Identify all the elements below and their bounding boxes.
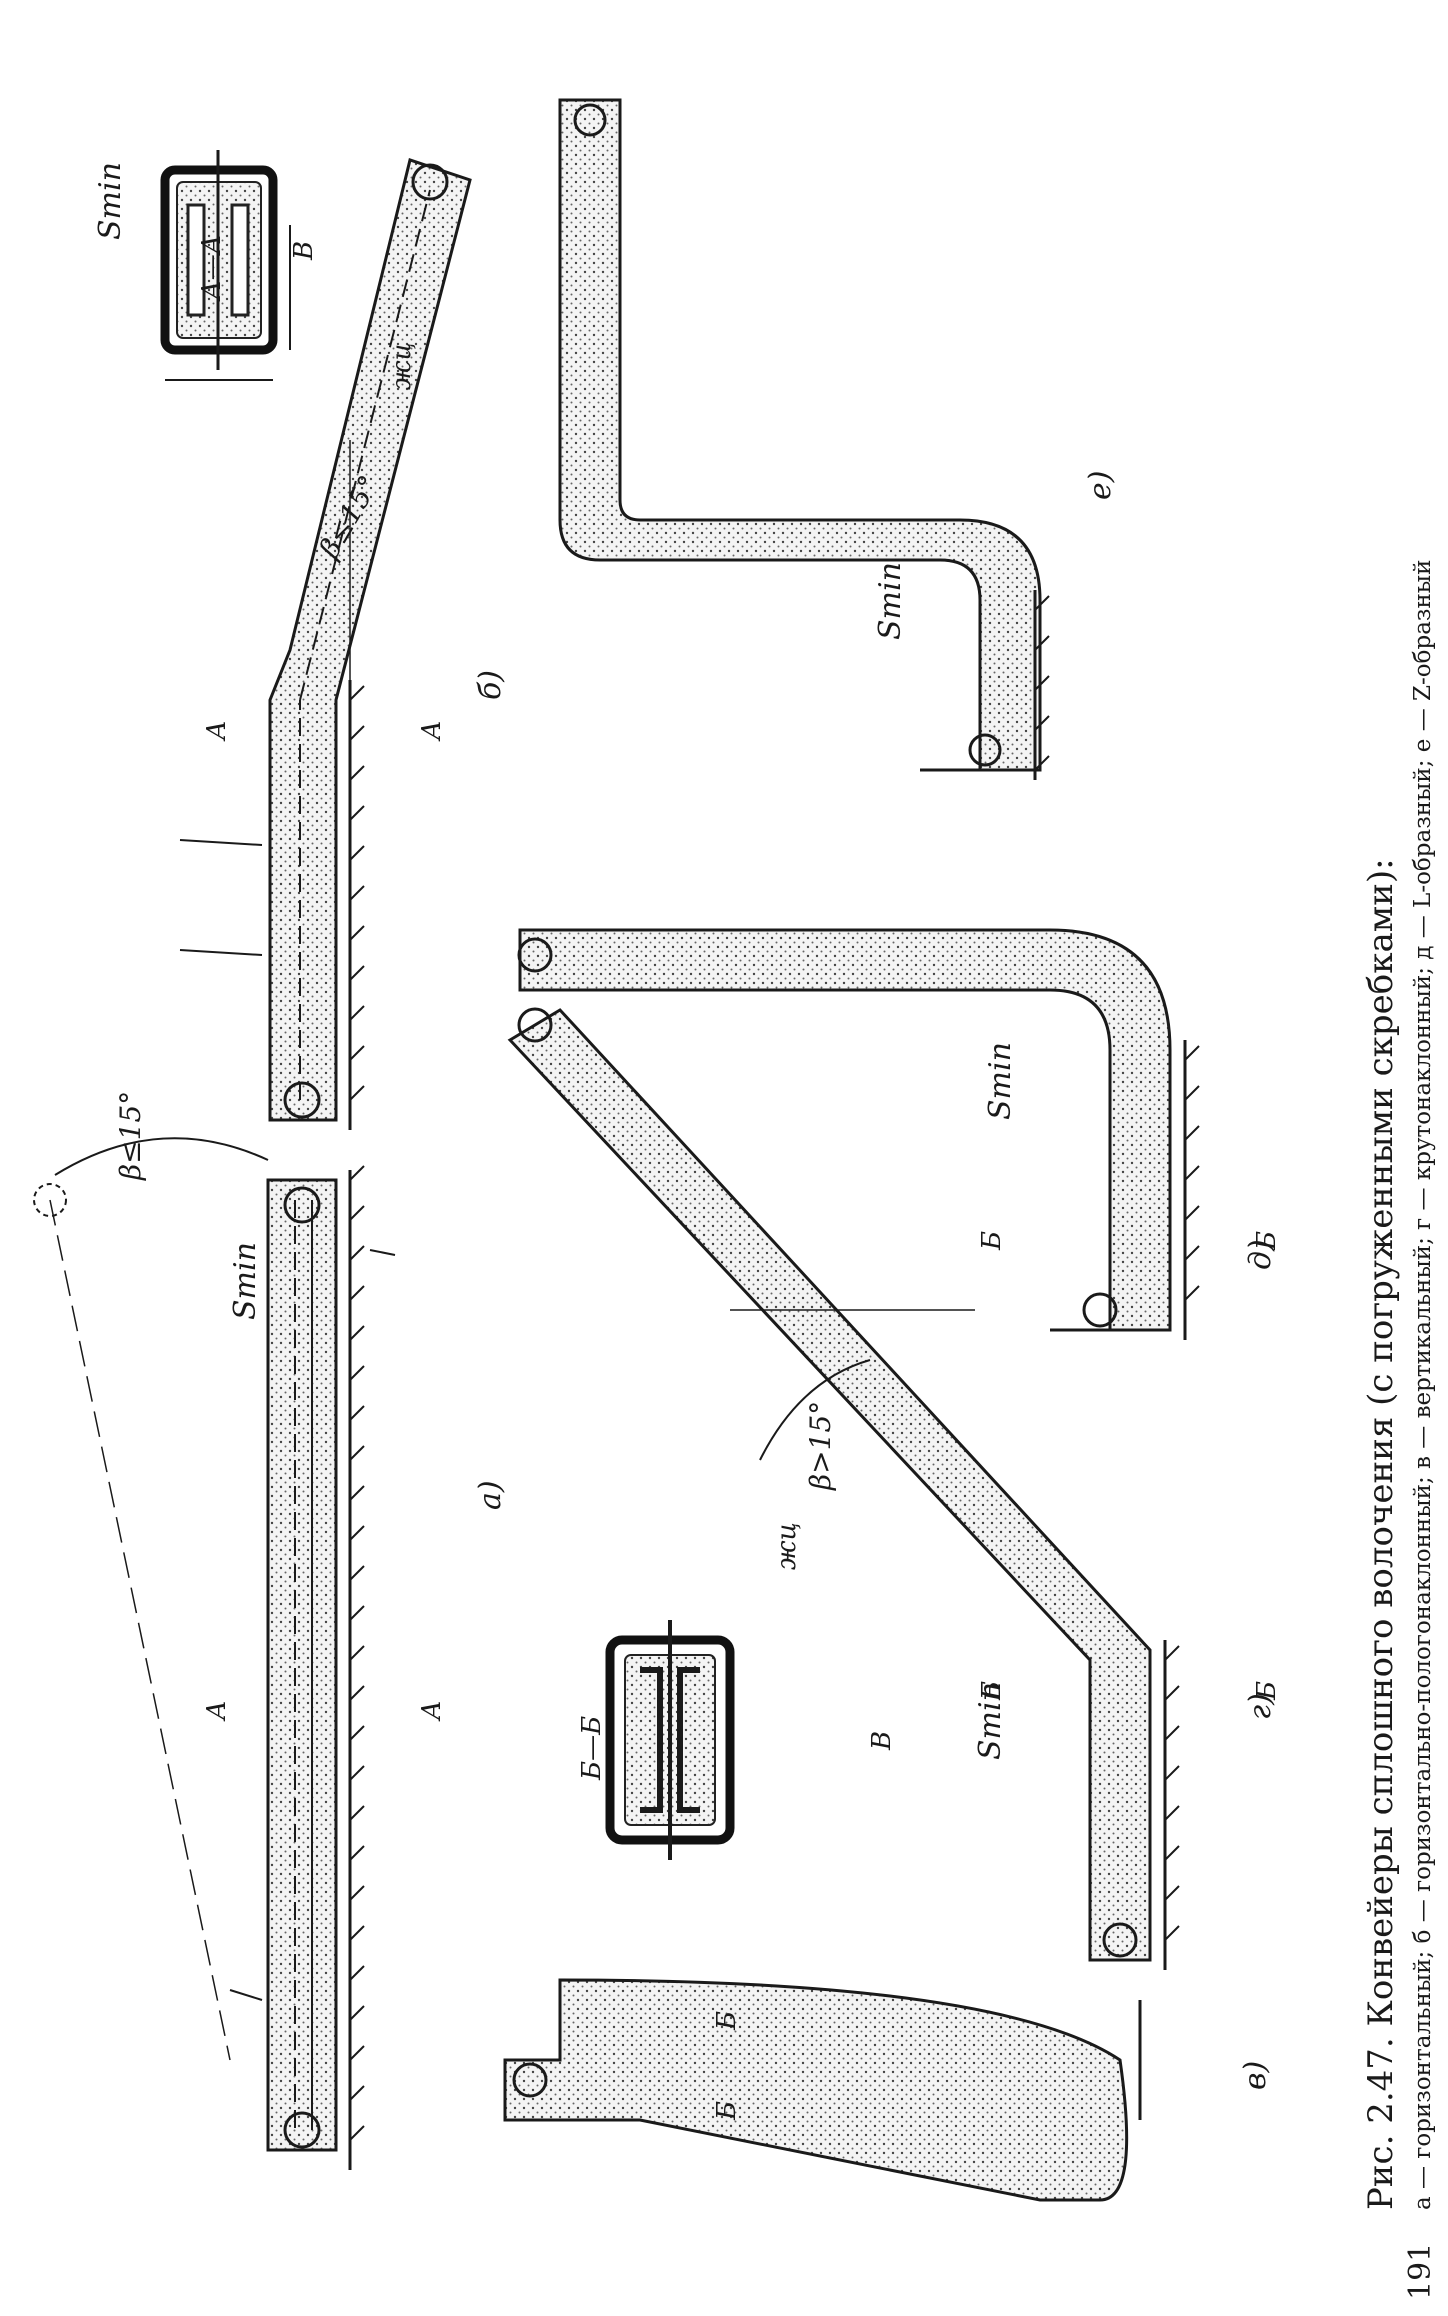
figure-b-inclined-conveyor bbox=[179, 158, 472, 1130]
label-beta-gt-15: β>15° bbox=[804, 1401, 837, 1491]
figure-g-steep-conveyor bbox=[507, 1007, 1180, 1970]
sprocket-a-top bbox=[283, 1186, 321, 1224]
label-cut-a-3: А bbox=[202, 720, 232, 742]
label-cut-b-4: Б bbox=[977, 1231, 1007, 1251]
label-fig-e: е) bbox=[1083, 471, 1118, 500]
label-fig-v: в) bbox=[1238, 2061, 1273, 2090]
label-cut-b-3: Б bbox=[1252, 1681, 1282, 1701]
section-bb bbox=[605, 1620, 735, 1860]
figure-e-z-conveyor bbox=[558, 98, 1050, 780]
label-smin-b: Smin bbox=[93, 162, 128, 240]
label-cut-b-2: Б bbox=[977, 1681, 1007, 1701]
ground-hatch-a bbox=[349, 1165, 365, 2141]
label-dim-zhts-1: жц bbox=[387, 342, 417, 390]
label-section-aa: А—А bbox=[197, 235, 227, 302]
label-smin-a: Smin bbox=[228, 1242, 263, 1320]
caption-title: Рис. 2.47. Конвейеры сплошного волочения… bbox=[1361, 858, 1401, 2210]
trough-a bbox=[266, 1178, 338, 2152]
label-cut-a-4: А bbox=[417, 720, 447, 742]
figure-v-vertical-conveyor bbox=[503, 1978, 1142, 2202]
label-cut-a-2: А bbox=[417, 1700, 447, 1722]
label-cut-b-5: Б bbox=[1252, 1231, 1282, 1251]
label-smin-e: Smin bbox=[873, 562, 908, 640]
label-cut-a-1: А bbox=[202, 1700, 232, 1722]
page-number: 191 bbox=[1403, 2243, 1438, 2300]
label-cut-b-6: Б bbox=[712, 2011, 742, 2031]
label-fig-a: а) bbox=[473, 1480, 508, 1510]
label-beta-le-15-a: β≤15° bbox=[114, 1091, 147, 1181]
label-fig-d: д) bbox=[1243, 1239, 1278, 1270]
label-section-bb: Б—Б bbox=[577, 1716, 607, 1781]
label-smin-g: Smin bbox=[973, 1682, 1008, 1760]
figure-d-l-conveyor bbox=[517, 928, 1200, 1340]
label-cut-b-1: Б bbox=[712, 2101, 742, 2121]
sprocket-a-bottom bbox=[283, 2111, 321, 2149]
sprocket-b-top bbox=[411, 163, 449, 201]
caption-subtitle: а — горизонтальный; б — горизонтально-по… bbox=[1410, 560, 1436, 2210]
section-aa bbox=[160, 150, 291, 381]
trough-b bbox=[268, 158, 472, 1122]
label-dim-zhts-2: жц bbox=[772, 1522, 802, 1570]
label-dim-b-1: В bbox=[289, 241, 319, 261]
figure-a-horizontal-conveyor bbox=[33, 1137, 396, 2170]
label-fig-g: г) bbox=[1243, 1693, 1278, 1720]
label-dim-b-2: В bbox=[867, 1731, 897, 1751]
sprocket-b-bottom bbox=[283, 1081, 321, 1119]
figure-caption: Рис. 2.47. Конвейеры сплошного волочения… bbox=[1361, 560, 1438, 2300]
label-fig-b: б) bbox=[473, 670, 508, 700]
label-smin-d: Smin bbox=[983, 1042, 1018, 1120]
figure-labels: а) б) в) г) д) е) Smin Smin Smin Smin Sm… bbox=[93, 162, 1282, 2121]
